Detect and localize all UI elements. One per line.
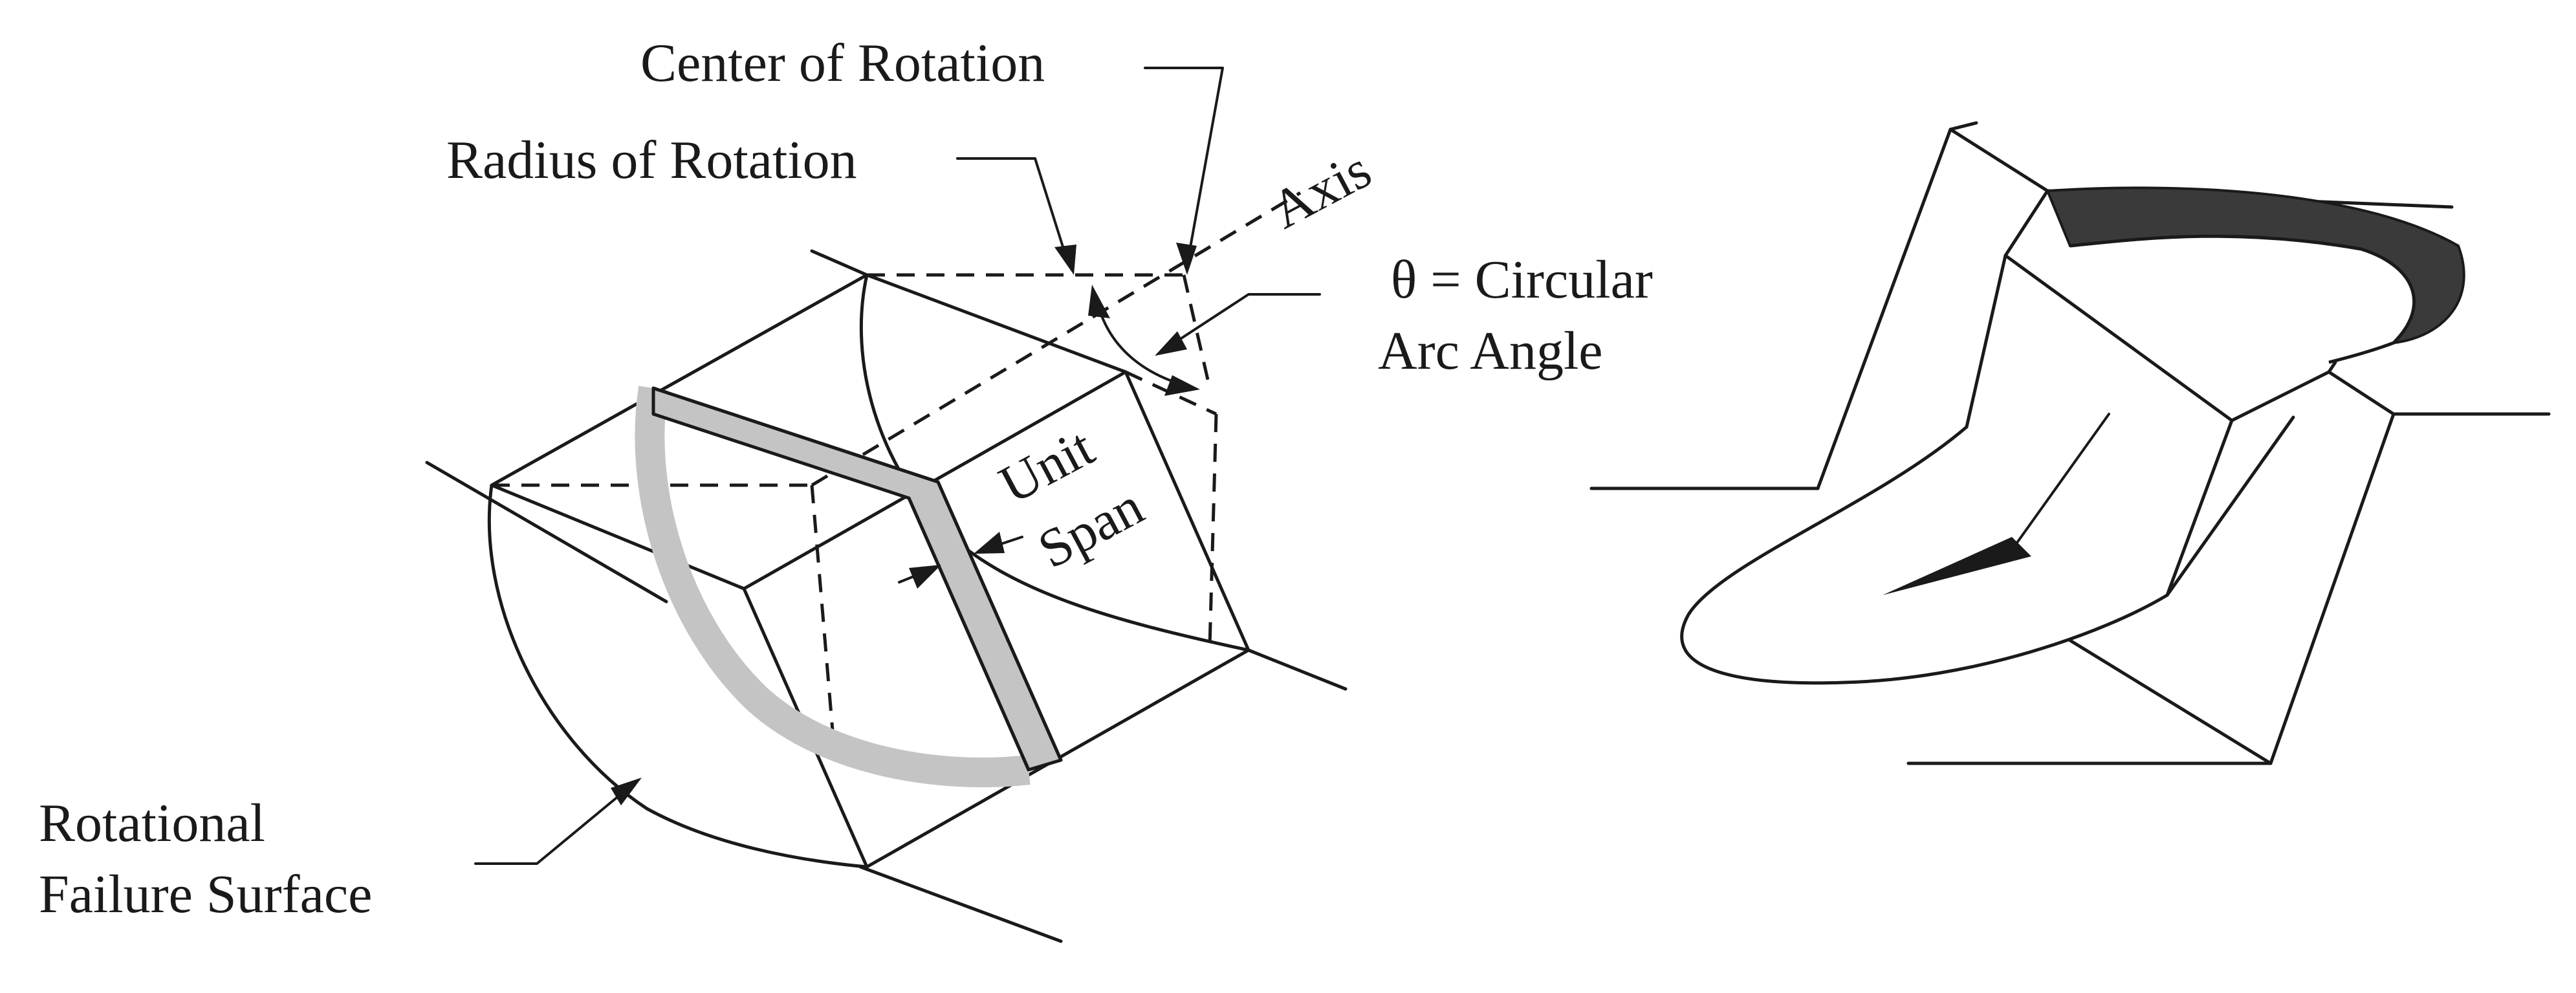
- slice-band-straight: [651, 386, 1063, 772]
- leader-radius-of-rotation: [956, 157, 1070, 267]
- slice-band-curved: [635, 386, 1031, 788]
- sketch-scarp-hatch: [2046, 186, 2465, 345]
- label-axis: Axis: [1261, 139, 1381, 241]
- leader-theta: [1163, 293, 1321, 351]
- hidden-edge-vertical: [810, 485, 836, 754]
- sketch-block-front-edge: [1965, 254, 2007, 429]
- sketch-right-wall-inner: [2165, 415, 2295, 597]
- label-theta-line2: Arc Angle: [1378, 321, 1603, 381]
- ground-line-left: [425, 461, 668, 604]
- label-theta-line1: θ = Circular: [1391, 250, 1653, 310]
- sketch-back-block: [1816, 127, 2049, 490]
- unit-span-arrowhead-right: [974, 532, 1005, 554]
- arrowhead-center-of-rotation: [1176, 243, 1197, 275]
- arrowhead-radius-of-rotation: [1054, 245, 1076, 275]
- sketch-movement-arrowhead: [1883, 537, 2031, 595]
- landslide-sketch: [1589, 121, 2551, 765]
- slice-band-right-edge: [936, 480, 1063, 762]
- leader-failure-surface: [474, 785, 632, 865]
- sketch-block-right-back: [2327, 370, 2396, 416]
- unit-span-arrowhead-left: [909, 565, 941, 589]
- radius-dashed-vertical: [1182, 274, 1212, 389]
- hidden-edge-right-vertical: [1208, 413, 1218, 648]
- ground-line-right: [1247, 648, 1348, 691]
- ground-line-bottom: [858, 865, 1063, 943]
- block-top-face: [490, 273, 1128, 591]
- sketch-right-wall: [2269, 412, 2396, 765]
- label-center-of-rotation: Center of Rotation: [640, 33, 1045, 93]
- slice-band-top-edge: [651, 386, 940, 484]
- label-failure-line1: Rotational: [39, 793, 265, 853]
- sketch-slumped-block: [2003, 254, 2337, 422]
- slice-band-inner-edge: [907, 496, 1031, 772]
- sketch-flow-tongue: [1680, 425, 2169, 685]
- label-failure-line2: Failure Surface: [39, 864, 372, 924]
- block-edge-back-right: [1124, 370, 1250, 652]
- sketch-scarp-hatch-light: [2069, 234, 2416, 364]
- arrowhead-failure-surface: [611, 778, 642, 805]
- label-radius-of-rotation: Radius of Rotation: [446, 130, 857, 190]
- hidden-edge-right: [1124, 370, 1217, 416]
- axis-line: [811, 191, 1302, 487]
- ground-line-top-back: [810, 249, 869, 277]
- theta-arrowhead-right: [1164, 375, 1200, 396]
- theta-arrowhead-left: [1088, 285, 1110, 318]
- sketch-movement-arrow-line: [2011, 413, 2110, 551]
- sketch-toe-line: [2068, 638, 2273, 765]
- leader-center-of-rotation: [1144, 67, 1224, 267]
- arrowhead-theta: [1155, 331, 1187, 356]
- sketch-block-right-edge: [2165, 419, 2234, 597]
- sketch-top-back-edge: [1948, 121, 1978, 131]
- block-figure: [425, 67, 1348, 943]
